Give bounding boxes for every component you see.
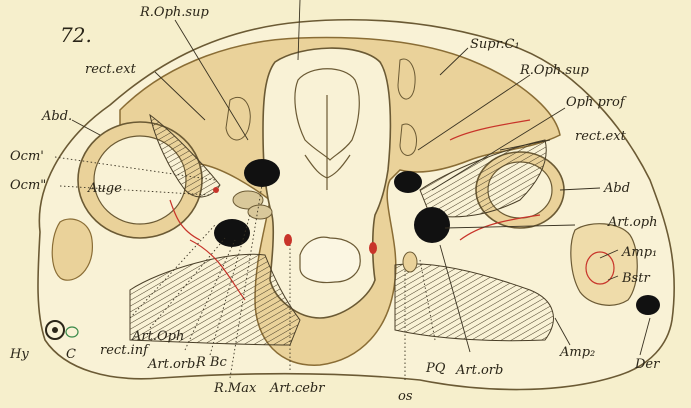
artery-red-small — [213, 187, 219, 193]
label-abd-left: Abd. — [41, 109, 72, 124]
label-r-max: R.Max — [213, 381, 257, 396]
label-amp2: Amp₂ — [559, 345, 595, 360]
hy-core — [52, 327, 58, 333]
nerve-mass-right-2 — [414, 207, 450, 243]
der-mass — [636, 295, 660, 315]
label-art-orb-right: Art.orb — [455, 363, 503, 378]
label-pq: PQ — [425, 361, 446, 376]
label-hy: Hy — [9, 347, 29, 362]
label-amp1: Amp₁ — [621, 245, 657, 260]
label-art-orb-left: Art.orb. — [147, 357, 199, 372]
label-auge: Auge — [87, 181, 122, 196]
label-r-oph-sup-right: R.Oph.sup — [519, 63, 589, 78]
nerve-mass-right-1 — [394, 171, 422, 193]
label-r-bc: R Bc — [195, 355, 227, 370]
artery-red-right — [369, 242, 377, 254]
artery-red-left — [284, 234, 292, 246]
label-supr-c1: Supr.C₁ — [470, 37, 520, 52]
nerve-mass-left-2 — [214, 219, 250, 247]
pituitary-region — [300, 237, 360, 282]
amp-region — [571, 224, 637, 306]
figure-number: 72. — [60, 23, 92, 47]
label-art-cebr: Art.cebr — [269, 381, 325, 396]
label-abd-right: Abd — [603, 181, 630, 196]
label-bstr: Bstr — [621, 271, 650, 286]
label-c: C — [66, 347, 76, 362]
label-art-oph-bottom: Art.Oph — [131, 329, 184, 344]
label-oph-prof: Oph prof — [566, 95, 627, 110]
label-rect-ext-left: rect.ext — [85, 62, 137, 77]
label-art-oph-right: Art.oph — [607, 215, 657, 230]
label-rect-inf: rect.inf — [100, 343, 150, 358]
label-rect-ext-right: rect.ext — [575, 129, 627, 144]
nerve-mass-left-1 — [244, 159, 280, 187]
label-ocm1: Ocm' — [10, 149, 44, 164]
muscle-oval-2 — [248, 205, 272, 219]
os-oval — [403, 252, 417, 272]
label-os: os — [398, 389, 413, 404]
label-der: Der — [634, 357, 660, 372]
label-r-oph-sup-top: R.Oph.sup — [139, 5, 209, 20]
label-ocm2: Ocm" — [10, 178, 46, 193]
